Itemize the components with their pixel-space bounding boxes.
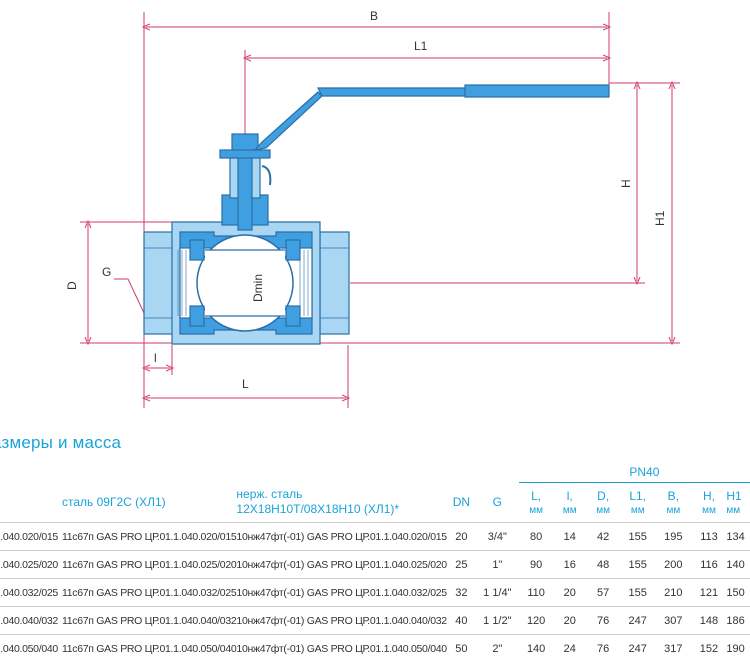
specifications-table: PN40 сталь 09Г2С (ХЛ1) нерж. сталь 12Х18… [0,462,750,662]
cell-dn: 32 [446,578,476,607]
cell-d: 76 [585,606,621,635]
cell-h1: 150 [726,578,750,607]
cell-l: 20 [553,578,586,607]
cell-g: 1" [475,550,519,579]
cell-h: 152 [691,634,727,662]
label-Dmin: Dmin [251,274,265,302]
header-g: G [492,495,502,510]
cell-d: 57 [585,578,621,607]
cell-steel: 11с67п GAS PRO ЦР.01.1.040.050/040 [61,634,237,662]
cell-dn: 50 [446,634,476,662]
valve-body [143,84,610,345]
valve-technical-drawing: B L1 H H1 D G Dmin l L [65,9,680,408]
extension-lines [80,12,680,408]
label-H: H [619,179,633,188]
cell-code0: .040.025/020 [0,550,62,579]
cell-l1: 155 [620,522,656,551]
dimension-lines [88,27,672,398]
cell-g: 2" [475,634,519,662]
label-D: D [65,281,79,290]
cell-steel: 11с67п GAS PRO ЦР.01.1.040.040/032 [61,606,237,635]
label-G: G [102,265,111,279]
cell-dn: 40 [446,606,476,635]
cell-stainless: 10нж47фт(-01) GAS PRO ЦР.01.1.040.040/03… [236,606,447,635]
cell-b: 210 [655,578,692,607]
cell-l1: 247 [620,634,656,662]
pn-group-header: PN40 [518,462,750,483]
header-h: H,мм [702,489,716,516]
cell-l: 14 [553,522,586,551]
header-l1: L1,мм [629,489,647,516]
cell-l: 20 [553,606,586,635]
header-l-cap: L,мм [529,489,543,516]
cell-l: 24 [553,634,586,662]
cell-dn: 20 [446,522,476,551]
cell-code0: .040.050/040 [0,634,62,662]
cell-l: 140 [518,634,554,662]
cell-l: 120 [518,606,554,635]
cell-steel: 11с67п GAS PRO ЦР.01.1.040.025/020 [61,550,237,579]
cell-code0: .040.032/025 [0,578,62,607]
cell-h: 121 [691,578,727,607]
cell-h: 116 [691,550,727,579]
cell-dn: 25 [446,550,476,579]
cell-l1: 155 [620,578,656,607]
cell-l1: 155 [620,550,656,579]
header-l-small: l,мм [562,489,577,516]
cell-steel: 11с67п GAS PRO ЦР.01.1.040.020/015 [61,522,237,551]
cell-g: 3/4" [475,522,519,551]
header-b: B,мм [666,489,681,516]
label-L: L [242,377,249,391]
label-B: B [370,9,378,23]
cell-l: 16 [553,550,586,579]
cell-g: 1 1/4" [475,578,519,607]
cell-b: 200 [655,550,692,579]
cell-l: 90 [518,550,554,579]
cell-b: 317 [655,634,692,662]
cell-l: 80 [518,522,554,551]
label-L1: L1 [414,39,428,53]
cell-d: 48 [585,550,621,579]
cell-b: 195 [655,522,692,551]
header-stainless: нерж. сталь 12Х18Н10Т/08Х18Н10 (ХЛ1)* [236,487,400,517]
cell-d: 42 [585,522,621,551]
header-dn: DN [452,495,471,510]
cell-steel: 11с67п GAS PRO ЦР.01.1.040.032/025 [61,578,237,607]
cell-g: 1 1/2" [475,606,519,635]
cell-h1: 190 [726,634,750,662]
header-steel: сталь 09Г2С (ХЛ1) [61,495,166,510]
cell-d: 76 [585,634,621,662]
cell-l1: 247 [620,606,656,635]
cell-h: 113 [691,522,727,551]
cell-h1: 186 [726,606,750,635]
cell-stainless: 10нж47фт(-01) GAS PRO ЦР.01.1.040.050/04… [236,634,447,662]
label-H1: H1 [653,210,667,226]
cell-l: 110 [518,578,554,607]
section-title: азмеры и масса [0,433,122,452]
label-l: l [154,351,157,365]
header-d: D,мм [596,489,611,516]
cell-stainless: 10нж47фт(-01) GAS PRO ЦР.01.1.040.025/02… [236,550,447,579]
cell-stainless: 10нж47фт(-01) GAS PRO ЦР.01.1.040.032/02… [236,578,447,607]
cell-h: 148 [691,606,727,635]
cell-stainless: 10нж47фт(-01) GAS PRO ЦР.01.1.040.020/01… [236,522,447,551]
cell-b: 307 [655,606,692,635]
cell-code0: .040.020/015 [0,522,62,551]
cell-h1: 140 [726,550,750,579]
cell-h1: 134 [726,522,750,551]
cell-code0: .040.040/032 [0,606,62,635]
